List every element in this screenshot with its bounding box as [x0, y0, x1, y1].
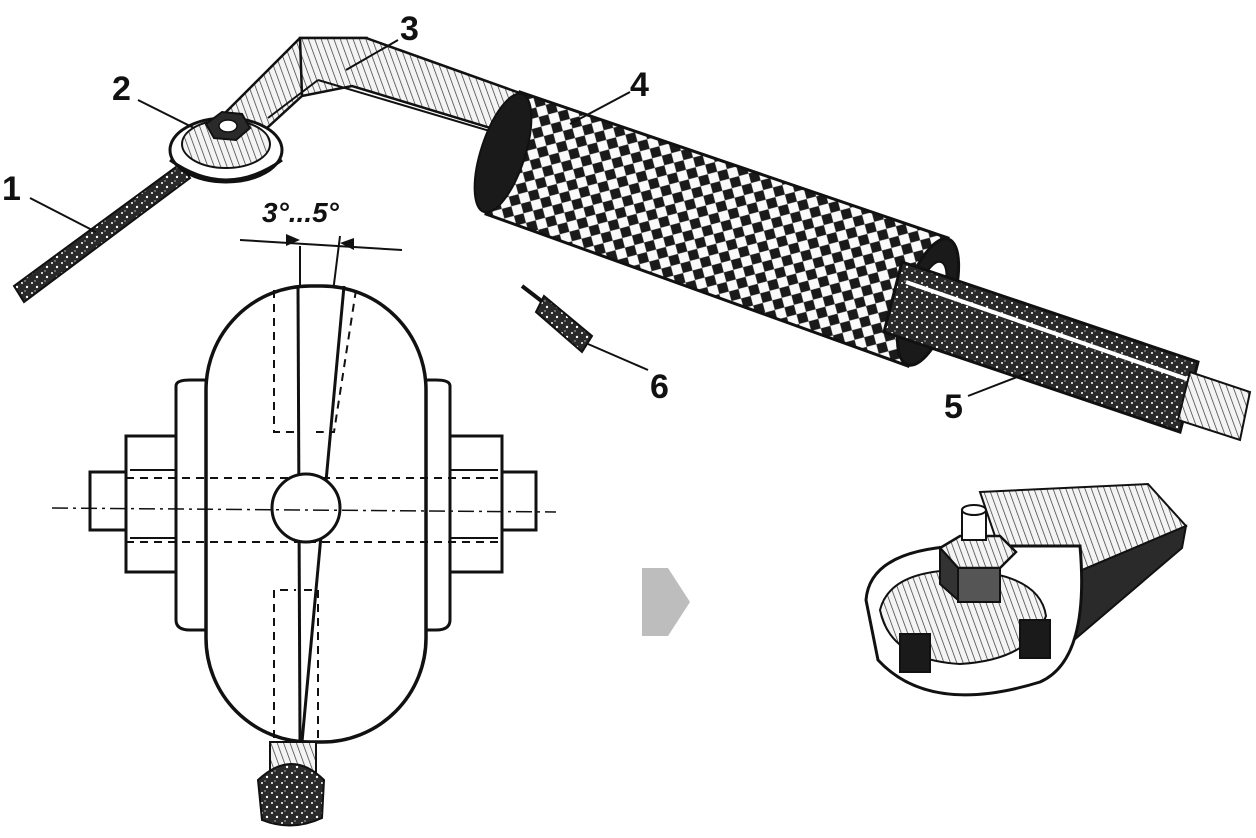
- cutter-6: [520, 284, 594, 354]
- label-part-6: 6: [650, 368, 669, 406]
- angle-dimension: 3°...5°: [239, 197, 403, 301]
- nut-right: [444, 434, 504, 574]
- file-tip: [256, 763, 326, 827]
- label-part-3: 3: [400, 10, 419, 48]
- tool-assembly: 1 2 3 4 6 5: [2, 10, 1252, 442]
- clamp-perspective: [864, 482, 1188, 697]
- center-hole: [270, 472, 342, 544]
- axis-centerline: [51, 507, 557, 513]
- washer-left: [174, 378, 208, 632]
- label-part-4: 4: [630, 66, 649, 104]
- clamp-detail-drawing: 3°...5°: [51, 197, 557, 827]
- needle-rod-1: [12, 162, 192, 304]
- leader-lines: [29, 39, 1031, 397]
- label-part-1: 1: [2, 170, 21, 208]
- angle-label: 3°...5°: [262, 197, 340, 228]
- shaft-5: [882, 260, 1252, 442]
- label-part-2: 2: [112, 70, 131, 108]
- direction-arrow-icon: [642, 568, 690, 636]
- clamp-2: [168, 110, 284, 184]
- nut-left: [124, 434, 184, 574]
- label-part-5: 5: [944, 388, 963, 426]
